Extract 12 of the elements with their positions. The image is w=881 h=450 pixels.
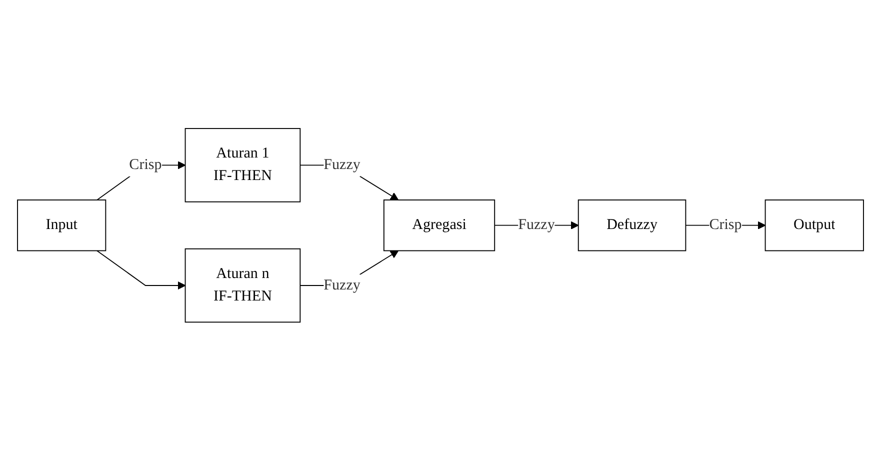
node-box: Agregasi [383,199,496,251]
node-box: Aturan n IF-THEN [184,248,301,322]
node-box: Defuzzy [578,199,686,251]
node-box: Aturan 1 IF-THEN [184,128,301,202]
node-box: Input [17,199,106,251]
edge-label: Crisp [709,216,742,233]
node-box: Output [764,199,864,251]
edge-label: Fuzzy [324,276,360,293]
edge-label: Fuzzy [518,216,555,233]
edge-label: Fuzzy [324,156,360,172]
edge-label: Crisp [129,156,162,172]
arrow [96,250,186,290]
